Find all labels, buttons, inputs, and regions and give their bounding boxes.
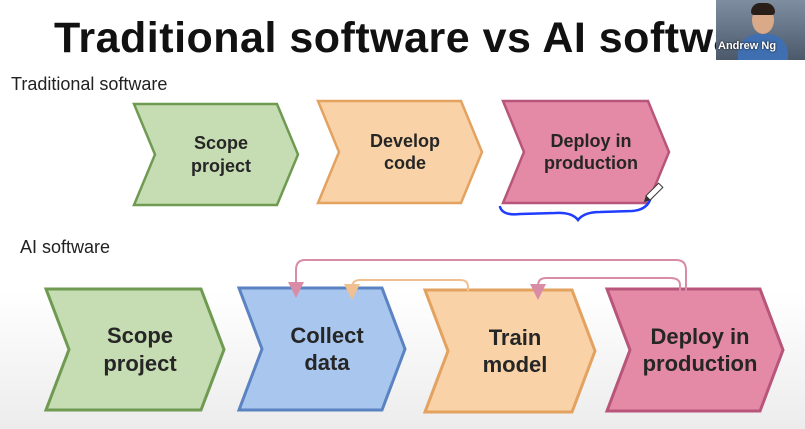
label-line: Develop xyxy=(369,130,441,151)
chevron-shape xyxy=(132,102,300,207)
chevron-shape xyxy=(604,287,785,413)
chevron-shape xyxy=(422,288,597,414)
feedback-arrow-deploy-to-train xyxy=(530,277,681,300)
label-line: Deploy in xyxy=(650,323,750,349)
traditional-software-label: Traditional software xyxy=(11,74,168,94)
presenter-shirt xyxy=(738,34,788,60)
label-line: production xyxy=(642,351,758,376)
slide-title: Traditional software vs AI softwa xyxy=(54,14,738,62)
label-line: production xyxy=(544,153,638,173)
label-line: project xyxy=(103,350,177,376)
label-line: Scope xyxy=(193,133,248,153)
feedback-arrow-train-to-collect xyxy=(344,279,469,300)
label-line: code xyxy=(383,153,426,173)
presenter-hair xyxy=(751,3,775,15)
pen-cursor-icon xyxy=(643,182,664,203)
label-line: data xyxy=(304,350,350,375)
chevron-shape xyxy=(236,286,407,412)
label-line: Deploy in xyxy=(550,130,632,151)
label-line: model xyxy=(482,352,548,377)
presenter-webcam: Andrew Ng xyxy=(716,0,805,60)
chevron-shape xyxy=(316,99,484,205)
ai-software-label: AI software xyxy=(20,237,111,257)
label-line: Collect xyxy=(290,322,364,348)
presenter-name-label: Andrew Ng xyxy=(718,40,777,52)
label-line: project xyxy=(190,155,251,176)
feedback-arrow-deploy-to-collect xyxy=(288,259,687,298)
label-line: Scope xyxy=(106,323,173,348)
label-line: Train xyxy=(488,324,542,350)
handwritten-brace xyxy=(498,198,652,223)
chevron-shape xyxy=(43,287,226,412)
